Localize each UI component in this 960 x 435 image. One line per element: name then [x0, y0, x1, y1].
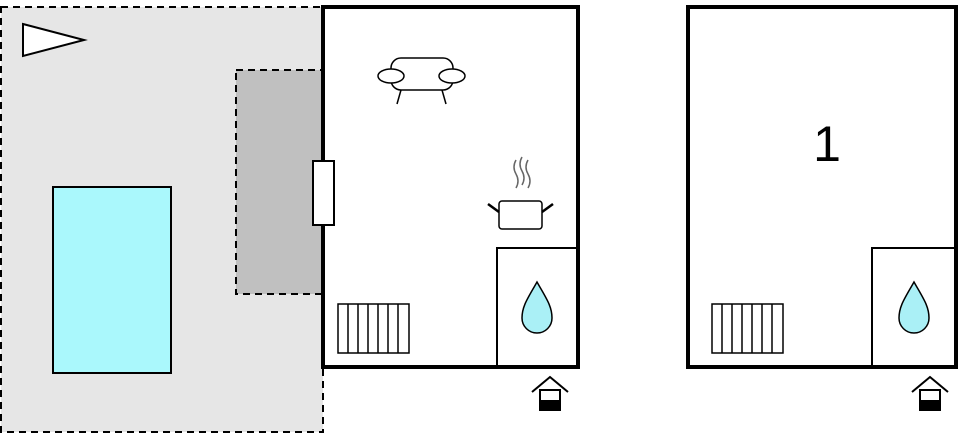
radiator-icon [711, 303, 784, 354]
terrace [235, 69, 324, 295]
water-drop-icon [898, 280, 930, 334]
sofa-icon [377, 57, 466, 105]
entrance-icon [911, 375, 949, 411]
entrance-icon [531, 375, 569, 411]
compass-flag-icon [22, 22, 88, 58]
cooking-pot-icon [487, 156, 554, 230]
unit-number-label: 1 [813, 116, 841, 172]
door [312, 160, 335, 226]
radiator-icon [337, 303, 410, 354]
pool [52, 186, 172, 374]
water-drop-icon [521, 280, 553, 334]
